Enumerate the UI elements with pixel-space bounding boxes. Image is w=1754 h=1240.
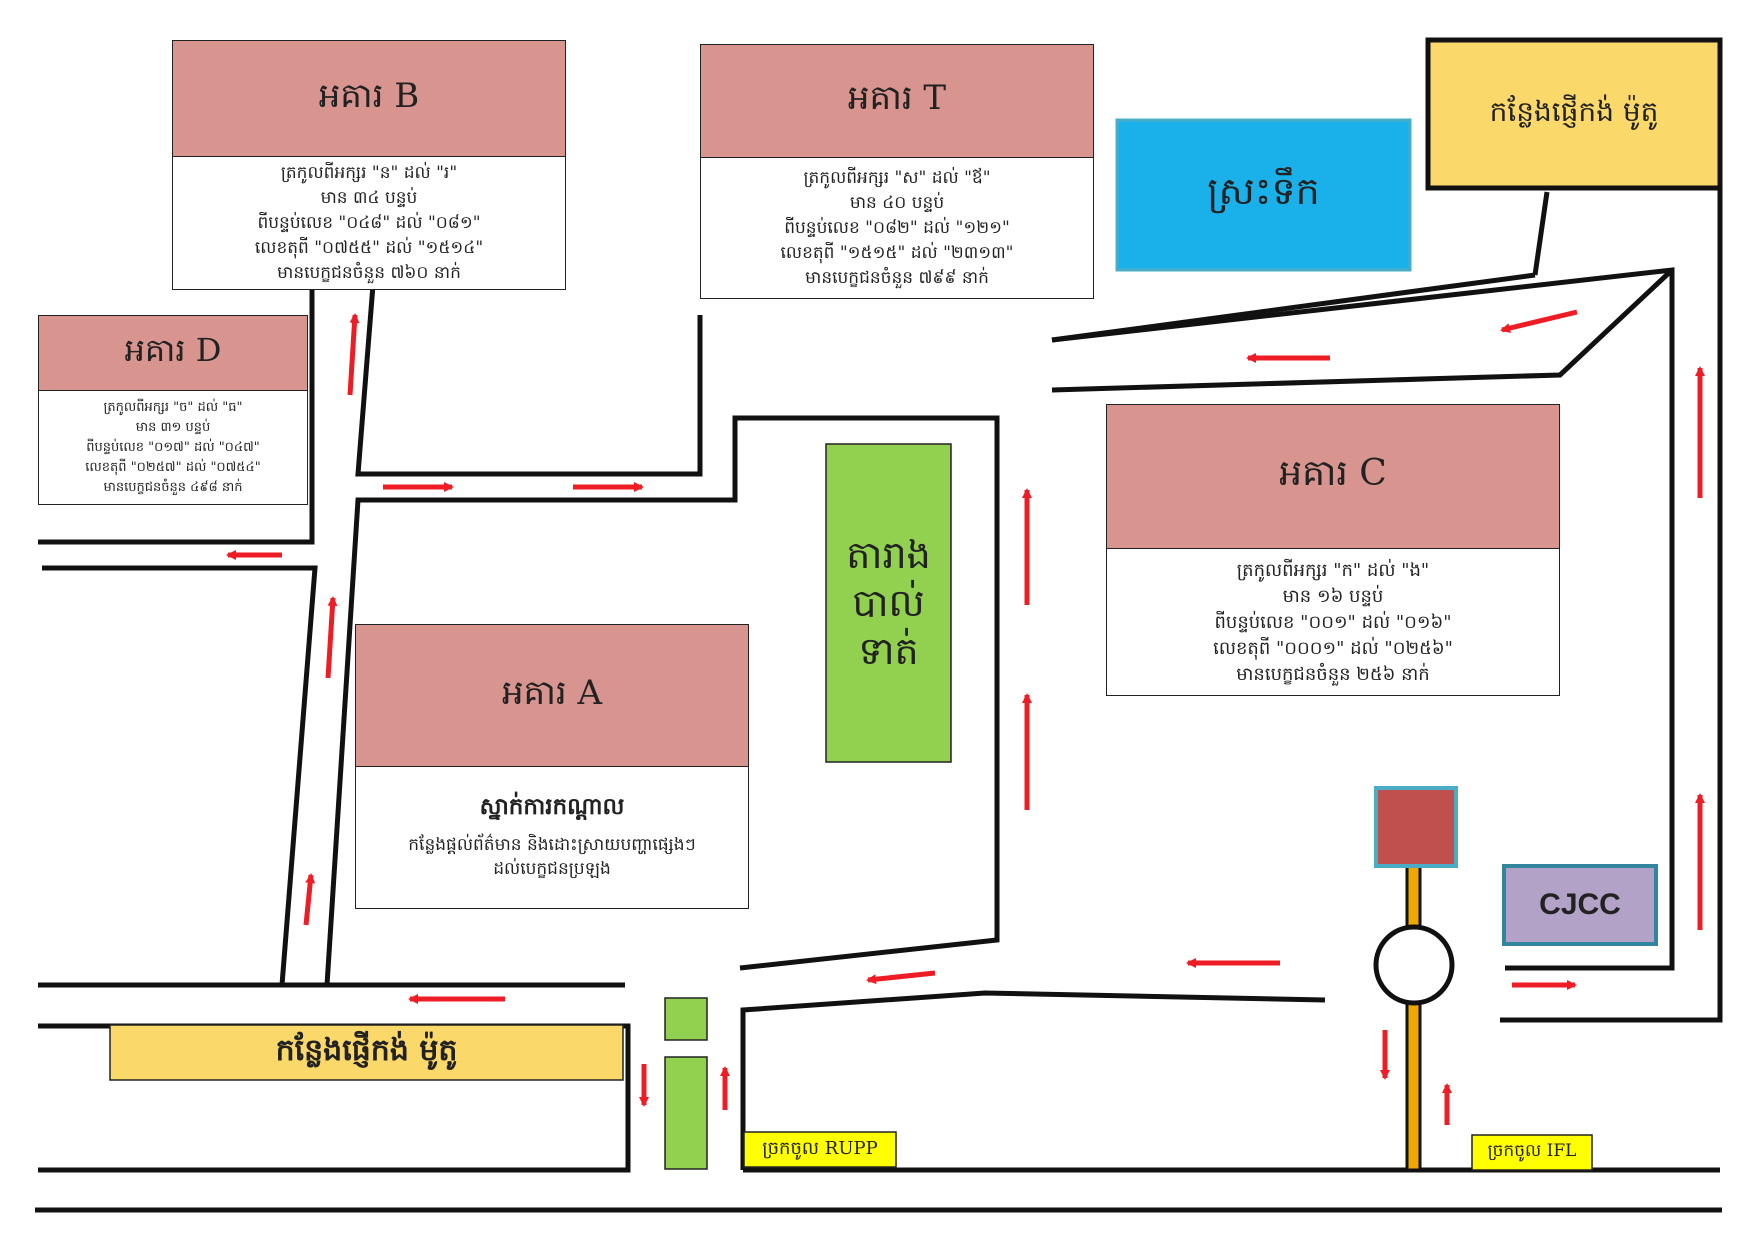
building-a-subtitle: ស្នាក់ការកណ្តាល (479, 793, 625, 820)
building-c-line: ពីបន្ទប់លេខ "០០១" ដល់ "០១៦" (1214, 611, 1452, 633)
court-area (825, 443, 952, 763)
building-a: អគារ A ស្នាក់ការកណ្តាល កន្លែងផ្តល់ព័ត៌មា… (355, 624, 749, 909)
court-label: តារាង បាល់ ទាត់ (826, 444, 951, 762)
road-south-strip (740, 990, 1326, 1170)
road-c-north-top (1051, 268, 1674, 393)
parking-bottom-area (109, 1024, 624, 1081)
building-d-line: ពីបន្ទប់លេខ "០១៧" ដល់ "០៤៧" (86, 440, 260, 455)
arrow-left (866, 970, 936, 985)
building-b-title: អគារ B (318, 75, 420, 116)
building-t-line: មានបេក្ខជនចំនួន ៧៩៩ នាក់ (805, 268, 989, 288)
road-b-east (355, 284, 703, 477)
building-b-info: ត្រកូលពីអក្សរ "ន" ដល់ "រ" មាន ៣៤ បន្ទប់ … (173, 157, 565, 290)
building-t-info: ត្រកូលពីអក្សរ "ស" ដល់ "ឪ" មាន ៤០ បន្ទប់ … (701, 158, 1093, 299)
court-label-line: តារាង (846, 533, 931, 577)
building-c-line: មានបេក្ខជនចំនួន ២៥៦ នាក់ (1236, 663, 1430, 685)
building-b-line: ពីបន្ទប់លេខ "០៤៨" ដល់ "០៨១" (257, 213, 481, 233)
road-central-block (324, 415, 1000, 986)
building-t-line: មាន ៤០ បន្ទប់ (849, 193, 945, 213)
arrow-up (303, 873, 316, 926)
road-east-diagonal (1051, 272, 1536, 343)
building-a-header: អគារ A (356, 625, 748, 767)
gate-square (1374, 786, 1458, 868)
building-c: អគារ C ត្រកូលពីអក្សរ "ក" ដល់ "ង" មាន ១៦ … (1106, 404, 1560, 696)
building-t-line: ពីបន្ទប់លេខ "០៨២" ដល់ "១២១" (784, 218, 1010, 238)
gate-ifl-area (1471, 1134, 1593, 1171)
building-t-line: លេខតុពី "១៥១៥" ដល់ "២៣១៣" (780, 243, 1014, 263)
building-b: អគារ B ត្រកូលពីអក្សរ "ន" ដល់ "រ" មាន ៣៤ … (172, 40, 566, 290)
median-green-top (664, 997, 708, 1041)
road-d-junction-north (38, 285, 315, 545)
pool-label: ស្រះទឹក (1207, 169, 1320, 213)
arrow-up (325, 596, 338, 679)
building-d-line: ត្រកូលពីអក្សរ "ច" ដល់ "ធ" (103, 400, 243, 415)
parking-top-area (1425, 37, 1723, 191)
court-label-line: បាល់ (852, 581, 925, 625)
roundabout-pole (1405, 862, 1422, 1172)
building-c-title: អគារ C (1279, 453, 1387, 494)
cjcc-label: CJCC (1539, 888, 1621, 921)
building-d-title: អគារ D (124, 330, 222, 369)
building-b-line: មានបេក្ខជនចំនួន ៧៦០ នាក់ (277, 263, 461, 283)
building-d: អគារ D ត្រកូលពីអក្សរ "ច" ដល់ "ធ" មាន ៣១ … (38, 315, 308, 505)
gate-ifl-label: ច្រកចូល IFL (1487, 1141, 1577, 1161)
road-east-edge (1500, 182, 1723, 1023)
building-c-header: អគារ C (1107, 405, 1559, 549)
arrow-left (1500, 309, 1578, 333)
building-b-line: លេខតុពី "០៧៥៥" ដល់ "១៥១៤" (254, 238, 484, 258)
building-a-line: កន្លែងផ្តល់ព័ត៌មាន និងដោះស្រាយបញ្ហាផ្សេង… (408, 835, 696, 855)
roundabout (1373, 786, 1458, 1172)
building-c-info: ត្រកូលពីអក្សរ "ក" ដល់ "ង" មាន ១៦ បន្ទប់ … (1107, 549, 1559, 696)
building-d-line: មាន ៣១ បន្ទប់ (135, 420, 211, 435)
parking-top-label: កន្លែងផ្ញើកង់ ម៉ូតូ (1489, 94, 1659, 128)
building-t-header: អគារ T (701, 45, 1093, 158)
building-a-line: ដល់បេក្ខជនប្រឡង (493, 859, 611, 879)
gate-rupp-label: ច្រកចូល RUPP (762, 1138, 878, 1159)
building-c-line: មាន ១៦ បន្ទប់ (1282, 585, 1384, 607)
gate-rupp-area (743, 1131, 897, 1168)
road-parking-link (1532, 191, 1550, 276)
building-t: អគារ T ត្រកូលពីអក្សរ "ស" ដល់ "ឪ" មាន ៤០ … (700, 44, 1094, 299)
median-green-bottom (664, 1056, 708, 1170)
direction-arrows (226, 309, 1705, 1125)
building-a-info: ស្នាក់ការកណ្តាល កន្លែងផ្តល់ព័ត៌មាន និងដោ… (356, 767, 748, 909)
pool-area (1115, 118, 1412, 272)
court-label-line: ទាត់ (858, 629, 919, 673)
building-c-line: ត្រកូលពីអក្សរ "ក" ដល់ "ង" (1236, 559, 1430, 581)
building-d-info: ត្រកូលពីអក្សរ "ច" ដល់ "ធ" មាន ៣១ បន្ទប់ … (39, 391, 307, 505)
arrow-up (347, 313, 360, 396)
building-b-line: ត្រកូលពីអក្សរ "ន" ដល់ "រ" (280, 163, 458, 183)
parking-bottom-label: កន្លែងផ្ញើកង់ ម៉ូតូ (275, 1032, 458, 1068)
building-t-line: ត្រកូលពីអក្សរ "ស" ដល់ "ឪ" (803, 168, 991, 188)
building-t-title: អគារ T (847, 78, 947, 118)
building-b-line: មាន ៣៤ បន្ទប់ (320, 188, 418, 208)
building-d-line: មានបេក្ខជនចំនួន ៤៩៨ នាក់ (103, 480, 243, 495)
road-west-upper (42, 565, 318, 986)
building-d-line: លេខតុពី "០២៥៧" ដល់ "០៧៥៤" (85, 460, 261, 475)
building-b-header: អគារ B (173, 41, 565, 157)
building-c-line: លេខតុពី "០០០១" ដល់ "០២៥៦" (1213, 637, 1453, 659)
building-d-header: អគារ D (39, 316, 307, 391)
building-a-title: អគារ A (501, 672, 603, 713)
roundabout-circle (1373, 924, 1455, 1006)
road-east-block (1051, 267, 1675, 971)
cjcc-area (1502, 864, 1658, 946)
